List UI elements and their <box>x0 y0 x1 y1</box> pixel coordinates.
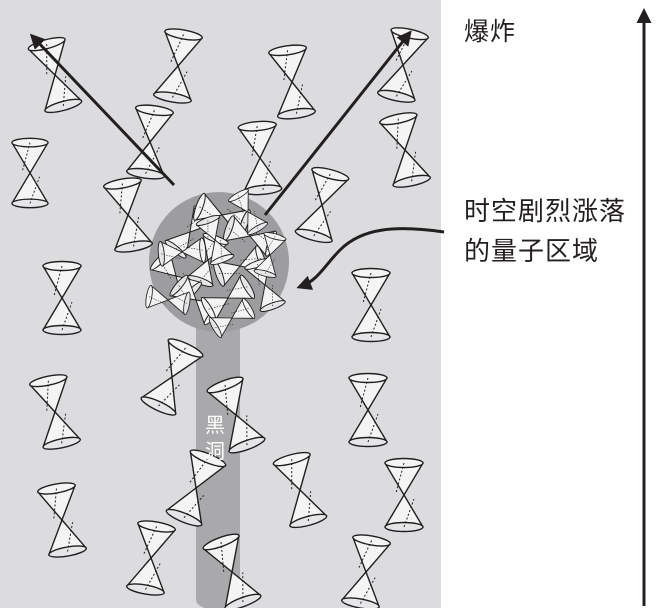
black-hole-label-char1: 黑 <box>200 412 230 438</box>
black-hole-label: 黑 洞 <box>200 412 230 464</box>
quantum-region-label-line2: 的量子区域 <box>464 232 626 272</box>
explosion-label: 爆炸 <box>464 12 516 48</box>
quantum-region-label: 时空剧烈涨落 的量子区域 <box>464 192 626 272</box>
quantum-region-label-line1: 时空剧烈涨落 <box>464 192 626 232</box>
black-hole-label-char2: 洞 <box>200 438 230 464</box>
